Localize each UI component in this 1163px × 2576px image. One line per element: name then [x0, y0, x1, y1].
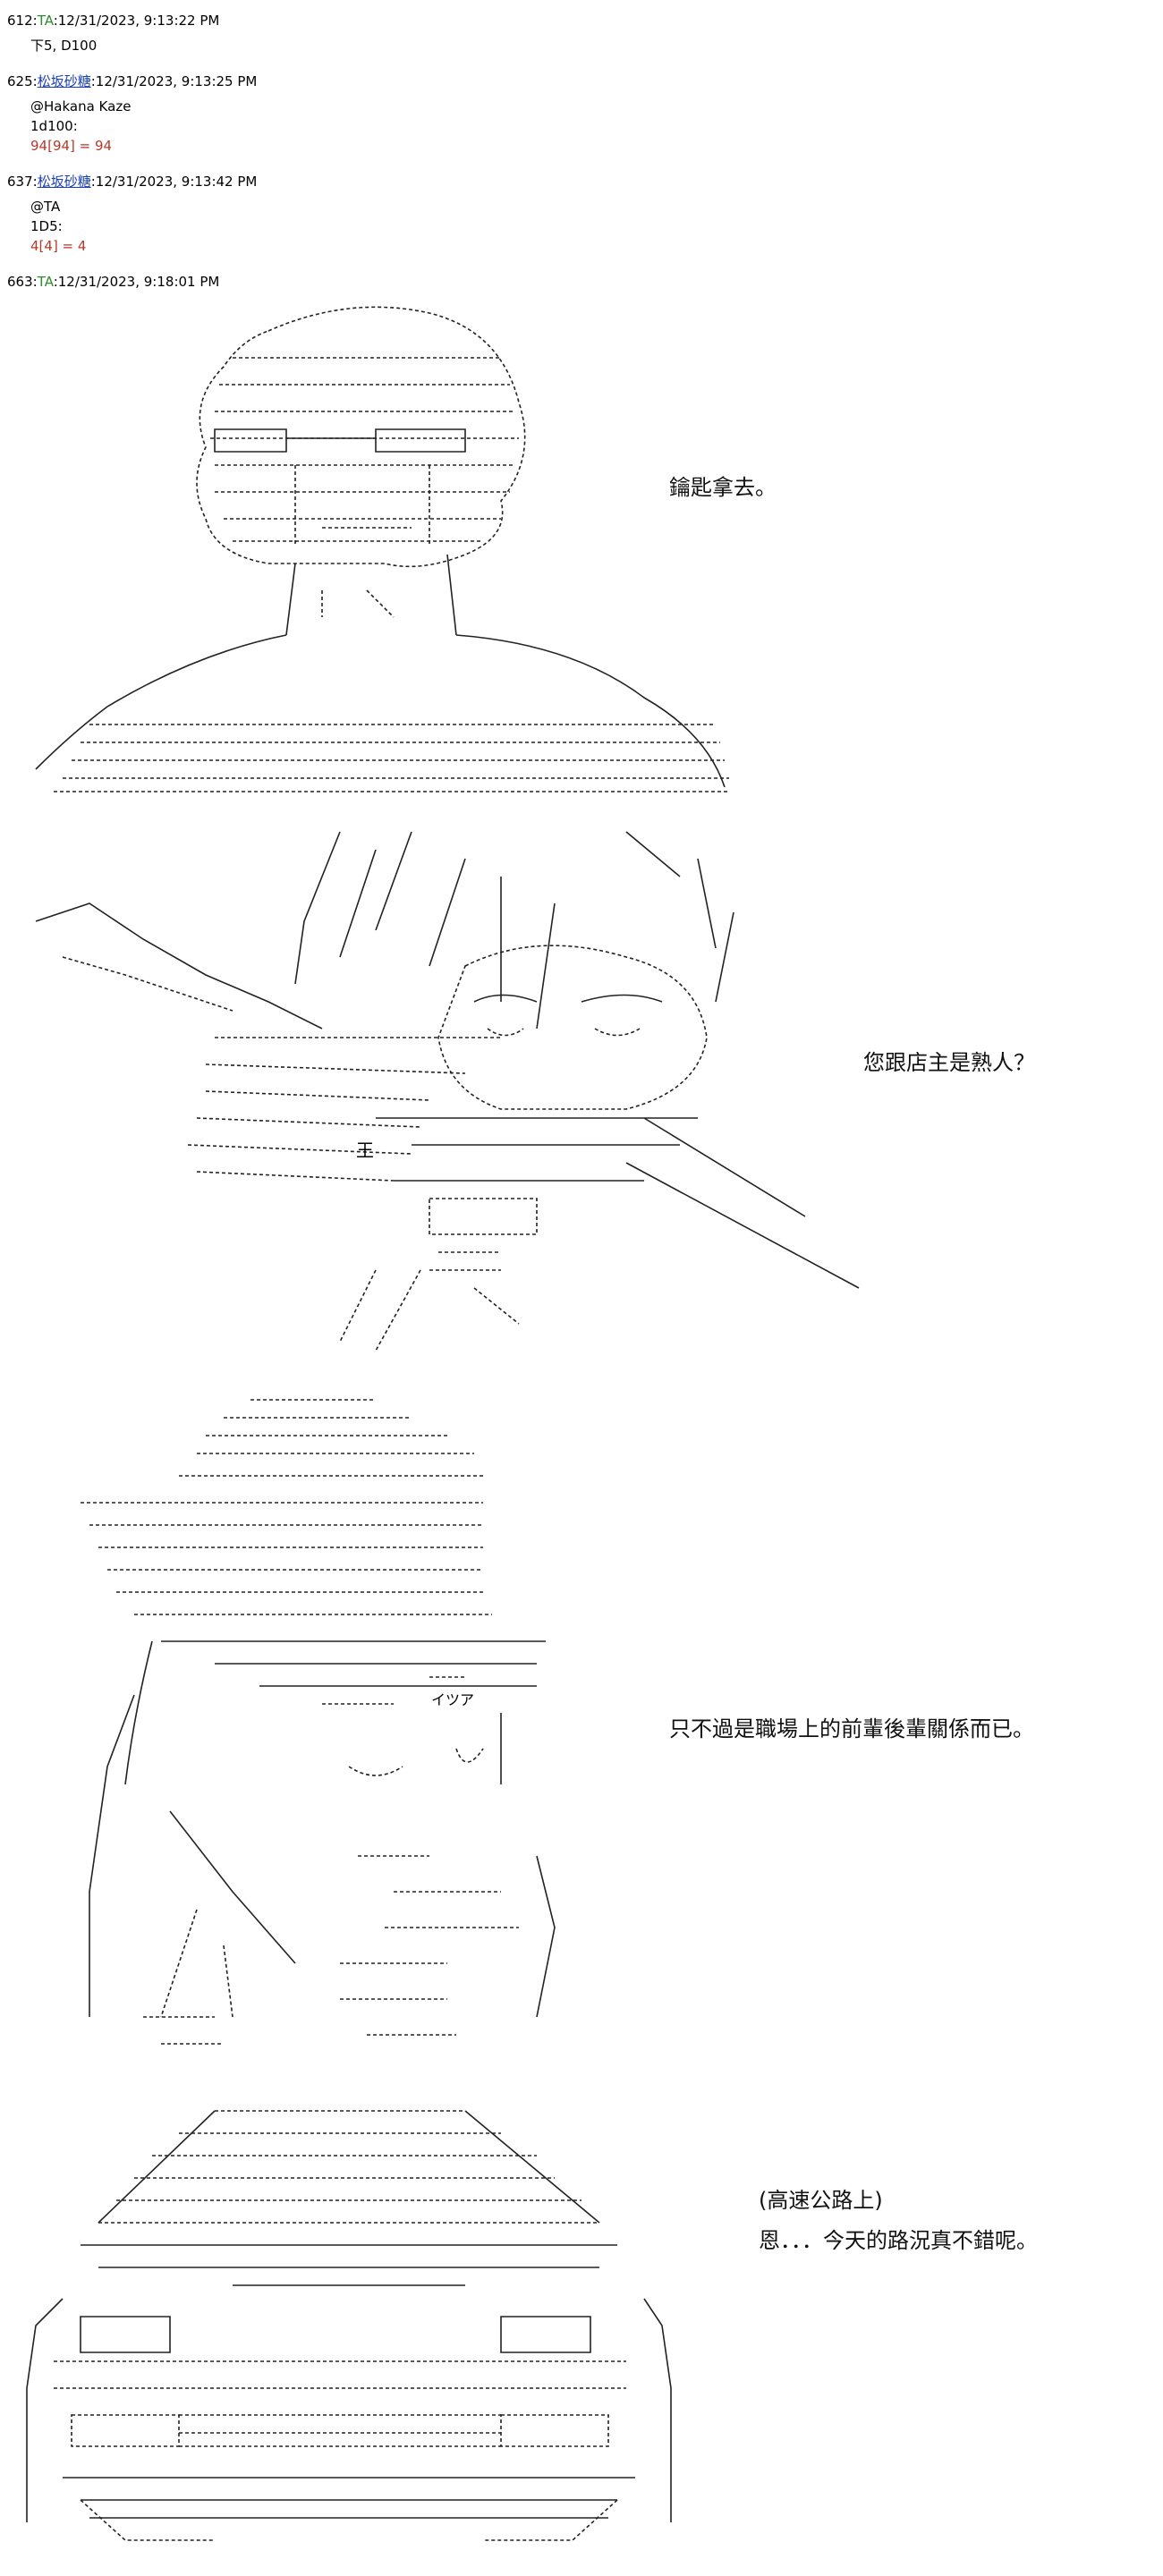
post-datetime: 12/31/2023, 9:13:22 PM — [57, 13, 220, 29]
post-datetime: 12/31/2023, 9:13:42 PM — [95, 174, 258, 190]
post-text: @TA — [30, 199, 61, 215]
panel-2: 您跟店主是熟人？ 王 — [0, 823, 1163, 1368]
post-header: 637:松坂砂糖:12/31/2023, 9:13:42 PM — [7, 174, 258, 190]
post: 663:TA:12/31/2023, 9:18:01 PM — [7, 272, 633, 292]
speech-caption: (高速公路上) — [759, 2188, 883, 2213]
post-number[interactable]: 663 — [7, 274, 33, 290]
post-datetime: 12/31/2023, 9:13:25 PM — [95, 73, 258, 89]
dice-result: 94[94] = 94 — [30, 138, 113, 154]
art-glyph: 王 — [356, 1140, 374, 1161]
panel-3: 只不過是職場上的前輩後輩關係而已。 イツア — [0, 1391, 1163, 2071]
post-header: 612:TA:12/31/2023, 9:13:22 PM — [7, 13, 220, 29]
post-body: 下5, D100 — [30, 36, 633, 55]
post-body: @Hakana Kaze 1d100: 94[94] = 94 — [30, 97, 633, 156]
speech-caption: 只不過是職場上的前輩後輩關係而已。 — [669, 1716, 1034, 1741]
thread-posts: 612:TA:12/31/2023, 9:13:22 PM 下5, D100 6… — [7, 7, 633, 297]
speech-caption: 恩．．．今天的路況真不錯呢。 — [759, 2228, 1038, 2253]
post-text: 1d100: — [30, 118, 78, 134]
poster-name-link[interactable]: 松坂砂糖 — [37, 174, 91, 190]
post: 625:松坂砂糖:12/31/2023, 9:13:25 PM @Hakana … — [7, 72, 633, 156]
post-body: @TA 1D5: 4[4] = 4 — [30, 197, 633, 256]
post-number[interactable]: 637 — [7, 174, 33, 190]
post-header: 663:TA:12/31/2023, 9:18:01 PM — [7, 274, 220, 290]
panel-1: 鑰匙拿去。 — [0, 304, 1163, 805]
man-in-cap-ascii-art — [81, 1399, 556, 2045]
post-text: @Hakana Kaze — [30, 98, 132, 114]
post-text: 1D5: — [30, 218, 63, 234]
poster-name: TA — [37, 13, 54, 29]
speech-caption: 您跟店主是熟人？ — [863, 1050, 1035, 1075]
post-number[interactable]: 612 — [7, 13, 33, 29]
poster-name-link[interactable]: 松坂砂糖 — [37, 73, 91, 89]
poster-name: TA — [37, 274, 54, 290]
post-text: 下5, D100 — [30, 38, 98, 54]
post: 612:TA:12/31/2023, 9:13:22 PM 下5, D100 — [7, 11, 633, 55]
post-number[interactable]: 625 — [7, 73, 33, 89]
post: 637:松坂砂糖:12/31/2023, 9:13:42 PM @TA 1D5:… — [7, 172, 633, 256]
car-front-ascii-art — [26, 2110, 672, 2541]
post-header: 625:松坂砂糖:12/31/2023, 9:13:25 PM — [7, 73, 258, 89]
man-with-afro-hair-ascii-art — [35, 306, 729, 792]
speech-caption: 鑰匙拿去。 — [669, 475, 777, 500]
art-glyph: イツア — [431, 1691, 475, 1708]
panel-4: (高速公路上) 恩．．．今天的路況真不錯呢。 — [0, 2093, 1163, 2567]
post-datetime: 12/31/2023, 9:18:01 PM — [57, 274, 220, 290]
dice-result: 4[4] = 4 — [30, 238, 87, 254]
girl-with-hand-raised-ascii-art — [35, 831, 860, 1352]
